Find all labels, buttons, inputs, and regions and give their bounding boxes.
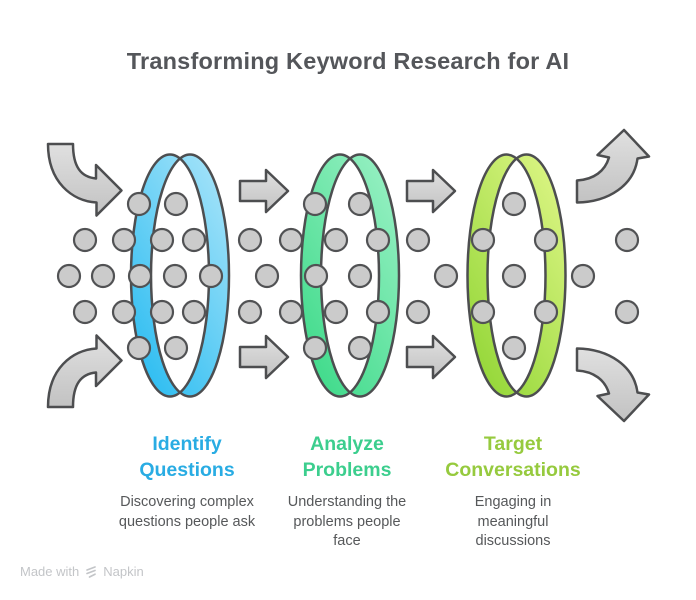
stage-heading: Identify Questions: [139, 433, 235, 481]
data-dot: [614, 299, 640, 325]
data-dot: [72, 227, 98, 253]
data-dot: [254, 263, 280, 289]
data-dot: [72, 299, 98, 325]
data-dot: [533, 227, 559, 253]
napkin-brand-label: Napkin: [103, 564, 144, 579]
data-dot: [181, 227, 207, 253]
stage-rings: [129, 153, 567, 398]
data-dot: [237, 227, 263, 253]
data-dot: [111, 299, 137, 325]
curved-arrows: [46, 128, 651, 423]
data-dot: [56, 263, 82, 289]
data-dot: [126, 191, 152, 217]
data-dot: [433, 263, 459, 289]
data-dot: [501, 335, 527, 361]
data-dot: [163, 335, 189, 361]
flow-arrow-right-icon: [405, 334, 457, 380]
inflow-arrow-bottom-icon: [46, 334, 123, 409]
data-dot: [347, 191, 373, 217]
stage-description: Engaging in meaningful discussions: [474, 494, 552, 549]
page-title: Transforming Keyword Research for AI: [126, 48, 570, 74]
outflow-arrow-top-icon: [575, 128, 651, 204]
data-dot: [162, 263, 188, 289]
stage-identify-questions: Identify Questions Discovering complex q…: [82, 431, 292, 532]
made-with-napkin-watermark: Made with Napkin: [20, 564, 144, 579]
data-dot: [278, 299, 304, 325]
data-dot: [365, 299, 391, 325]
flow-arrow-right-icon: [405, 168, 457, 214]
made-with-label: Made with: [20, 564, 80, 579]
data-dot: [323, 299, 349, 325]
data-dot: [533, 299, 559, 325]
data-dot: [126, 335, 152, 361]
data-dot: [149, 227, 175, 253]
flow-arrow-right-icon: [238, 334, 290, 380]
data-dot: [111, 227, 137, 253]
data-dot: [278, 227, 304, 253]
data-dot: [163, 191, 189, 217]
data-dot: [198, 263, 224, 289]
data-dot: [302, 335, 328, 361]
data-dot: [347, 335, 373, 361]
data-dot: [501, 263, 527, 289]
data-dot: [90, 263, 116, 289]
stage-analyze-problems: Analyze Problems Understanding the probl…: [242, 431, 452, 552]
data-dot: [181, 299, 207, 325]
dot-field: [56, 191, 640, 361]
data-dot: [127, 263, 153, 289]
stage-description: Understanding the problems people face: [287, 494, 407, 549]
flow-arrow-right-icon: [238, 168, 290, 214]
stage-target-conversations: Target Conversations Engaging in meaning…: [408, 431, 618, 552]
data-dot: [501, 191, 527, 217]
data-dot: [149, 299, 175, 325]
data-dot: [237, 299, 263, 325]
stage-heading: Target Conversations: [445, 433, 581, 481]
data-dot: [470, 227, 496, 253]
inflow-arrow-top-icon: [46, 142, 123, 217]
stage-ring-2: [299, 153, 401, 398]
stage-heading: Analyze Problems: [302, 433, 392, 481]
data-dot: [347, 263, 373, 289]
napkin-logo-icon: [86, 565, 97, 578]
data-dot: [405, 227, 431, 253]
data-dot: [365, 227, 391, 253]
data-dot: [470, 299, 496, 325]
flow-arrows: [238, 168, 457, 380]
data-dot: [323, 227, 349, 253]
data-dot: [614, 227, 640, 253]
outflow-arrow-bottom-icon: [575, 347, 651, 423]
data-dot: [570, 263, 596, 289]
data-dot: [405, 299, 431, 325]
stage-description: Discovering complex questions people ask: [118, 494, 256, 530]
data-dot: [302, 191, 328, 217]
data-dot: [303, 263, 329, 289]
stage-ring-3: [466, 153, 567, 398]
